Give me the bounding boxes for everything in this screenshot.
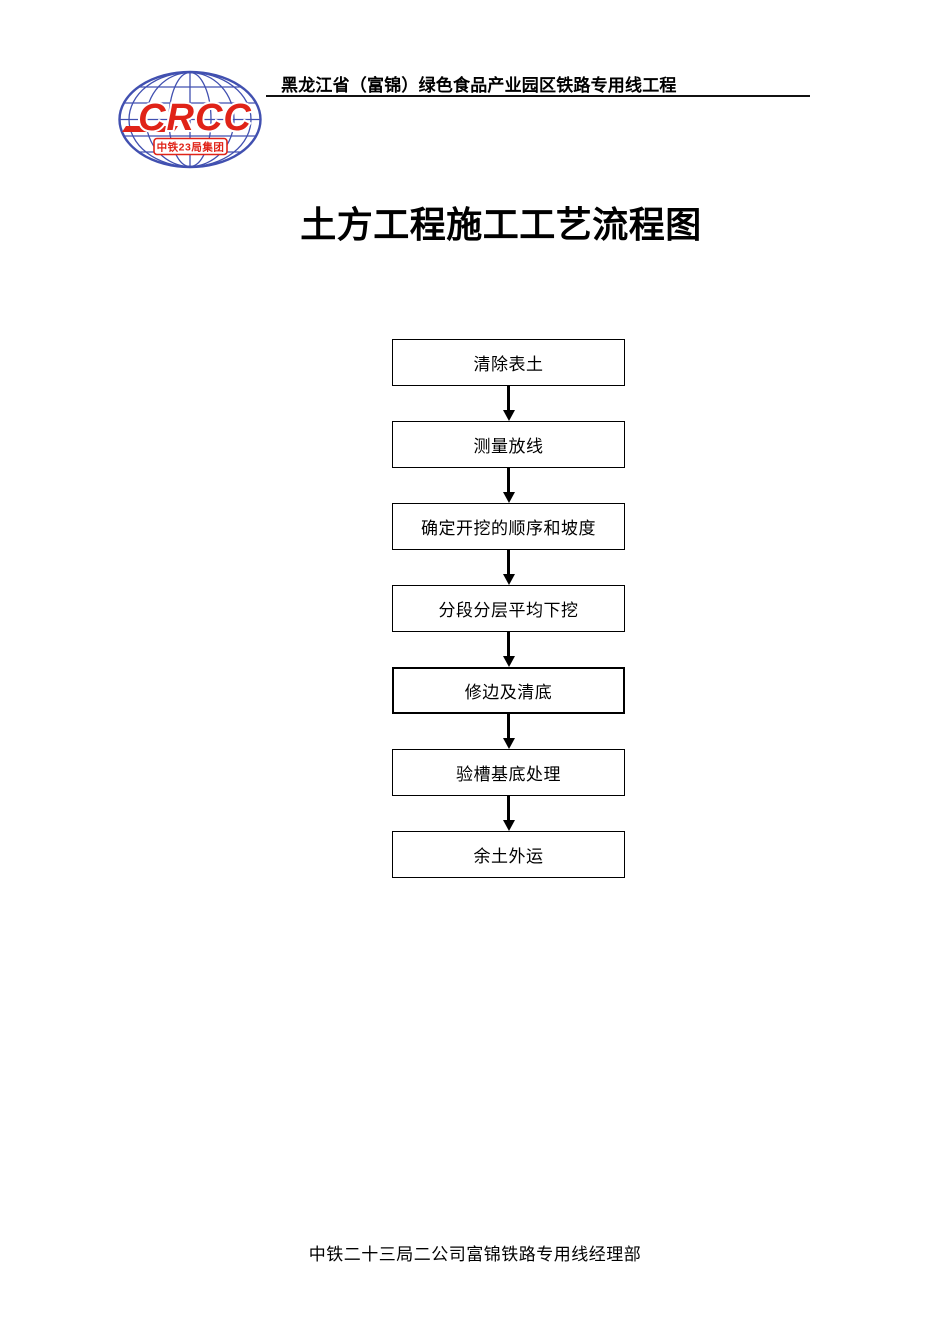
- flow-step-label: 分段分层平均下挖: [438, 601, 579, 620]
- arrowhead-down-icon: [502, 738, 515, 749]
- arrow-line: [507, 550, 510, 574]
- logo-group-name: 中铁23局集团: [157, 141, 225, 154]
- page-title: 土方工程施工工艺流程图: [300, 204, 702, 245]
- arrow-line: [507, 386, 510, 410]
- flow-arrow-down: [392, 550, 625, 585]
- flow-arrow-down: [392, 632, 625, 667]
- flow-step: 清除表土: [392, 339, 625, 386]
- flow-step-label: 修边及清底: [464, 683, 553, 702]
- page-footer: 中铁二十三局二公司富锦铁路专用线经理部: [308, 1245, 642, 1264]
- flow-step: 修边及清底: [392, 667, 625, 714]
- globe-grid: [120, 73, 260, 166]
- flow-step-label: 清除表土: [473, 355, 544, 374]
- flow-arrow-down: [392, 386, 625, 421]
- flow-arrow-down: [392, 796, 625, 831]
- flow-step: 分段分层平均下挖: [392, 585, 625, 632]
- arrow-line: [507, 632, 510, 656]
- flow-step-label: 测量放线: [473, 437, 544, 456]
- header-divider: [266, 95, 810, 97]
- globe-icon: CRCC 中铁23局集团: [118, 70, 262, 169]
- arrow-line: [507, 796, 510, 820]
- arrowhead-down-icon: [502, 492, 515, 503]
- flow-arrow-down: [392, 468, 625, 503]
- header-project-name: 黑龙江省（富锦）绿色食品产业园区铁路专用线工程: [281, 76, 677, 95]
- flow-step: 测量放线: [392, 421, 625, 468]
- flow-step: 验槽基底处理: [392, 749, 625, 796]
- flow-step: 确定开挖的顺序和坡度: [392, 503, 625, 550]
- flow-arrow-down: [392, 714, 625, 749]
- arrowhead-down-icon: [502, 574, 515, 585]
- logo-acronym: CRCC: [138, 97, 252, 139]
- arrowhead-down-icon: [502, 410, 515, 421]
- logo-badge: [153, 137, 228, 156]
- arrowhead-down-icon: [502, 656, 515, 667]
- train-swoosh-icon: [122, 126, 178, 132]
- flow-step: 余土外运: [392, 831, 625, 878]
- flow-step-label: 余土外运: [473, 847, 544, 866]
- arrowhead-down-icon: [502, 820, 515, 831]
- crcc-logo: CRCC 中铁23局集团: [117, 70, 263, 169]
- arrow-line: [507, 714, 510, 738]
- arrow-line: [507, 468, 510, 492]
- flowchart: 清除表土测量放线确定开挖的顺序和坡度分段分层平均下挖修边及清底验槽基底处理余土外…: [392, 339, 625, 878]
- flow-step-label: 确定开挖的顺序和坡度: [421, 519, 596, 538]
- flow-step-label: 验槽基底处理: [456, 765, 561, 784]
